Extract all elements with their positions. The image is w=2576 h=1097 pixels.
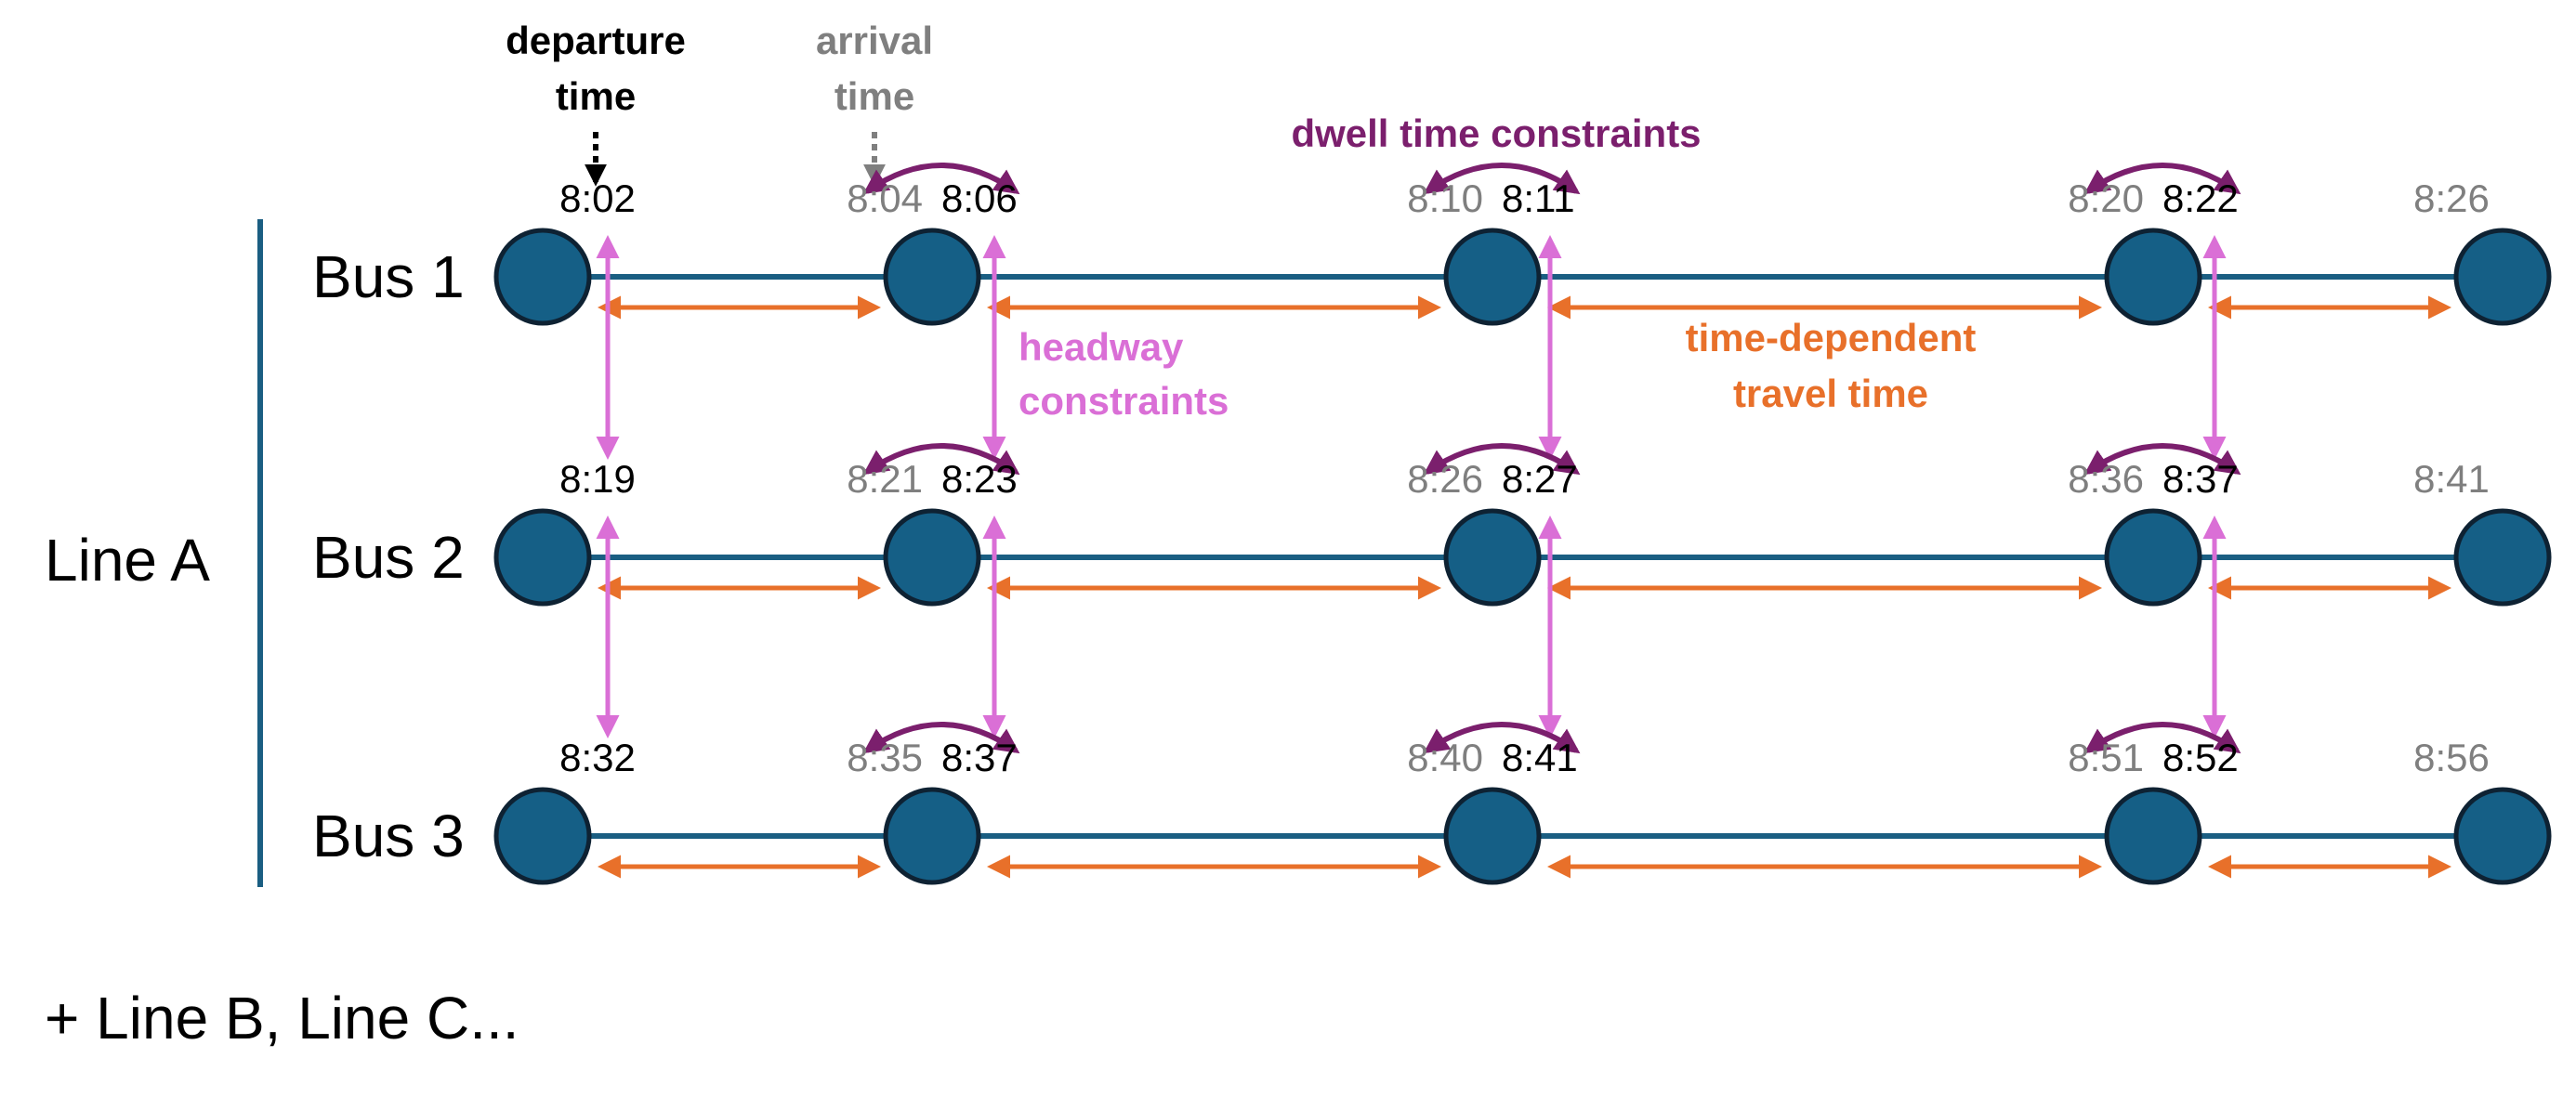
departure-time: 8:27 — [1502, 457, 1578, 501]
departure-time-label: departure — [506, 19, 686, 62]
departure-time: 8:37 — [941, 736, 1018, 779]
bus-label: Bus 1 — [312, 243, 465, 310]
bus-stop — [1443, 228, 1542, 326]
departure-time: 8:06 — [941, 176, 1018, 220]
departure-time: 8:19 — [559, 457, 636, 501]
bus-stop — [2104, 787, 2202, 885]
line-label: Line A — [45, 527, 210, 594]
arrival-time: 8:26 — [1407, 457, 1483, 501]
departure-time: 8:02 — [559, 176, 636, 220]
arrival-time-label: arrival — [816, 19, 933, 62]
bus-stop — [2104, 228, 2202, 326]
bus-stop — [493, 787, 592, 885]
bus-stop — [883, 508, 981, 607]
arrival-time: 8:26 — [2413, 176, 2490, 220]
more-lines-label: + Line B, Line C... — [45, 985, 519, 1051]
dwell-time-arrow — [2083, 443, 2241, 476]
travel-time-label: time-dependent — [1686, 316, 1977, 359]
arrival-time: 8:36 — [2068, 457, 2144, 501]
departure-time: 8:37 — [2162, 457, 2239, 501]
dwell-time-arrow — [862, 722, 1020, 754]
bus-stop — [493, 228, 592, 326]
bus-stop — [883, 228, 981, 326]
arrival-time: 8:41 — [2413, 457, 2490, 501]
bus-stop — [2453, 787, 2552, 885]
arrival-time: 8:40 — [1407, 736, 1483, 779]
arrival-time: 8:35 — [847, 736, 923, 779]
departure-time: 8:52 — [2162, 736, 2239, 779]
departure-time-label-line2: time — [556, 74, 636, 118]
departure-time: 8:41 — [1502, 736, 1578, 779]
arrival-time: 8:21 — [847, 457, 923, 501]
arrival-time: 8:10 — [1407, 176, 1483, 220]
dwell-time-arrow — [2083, 163, 2241, 195]
dwell-time-arrow — [862, 443, 1020, 476]
arrival-time: 8:04 — [847, 176, 923, 220]
dwell-time-arrow — [2083, 722, 2241, 754]
dwell-time-arrow — [1423, 163, 1581, 195]
bus-stop — [1443, 787, 1542, 885]
headway-constraints-label: headway — [1019, 325, 1184, 369]
dwell-time-arrow — [1423, 722, 1581, 754]
stops — [493, 228, 2552, 885]
bus-stop — [2104, 508, 2202, 607]
bus-stop — [1443, 508, 1542, 607]
bus-label: Bus 2 — [312, 524, 465, 591]
headway-arrows — [596, 235, 2227, 738]
travel-time-arrows — [598, 295, 2451, 879]
bus-stop — [2453, 508, 2552, 607]
dwell-time-arrow — [862, 163, 1020, 195]
departure-time: 8:32 — [559, 736, 636, 779]
arrival-time-label-line2: time — [835, 74, 914, 118]
bus-stop — [493, 508, 592, 607]
arrival-time: 8:51 — [2068, 736, 2144, 779]
dwell-time-constraints-label: dwell time constraints — [1291, 111, 1701, 155]
departure-time: 8:22 — [2162, 176, 2239, 220]
headway-constraints-label-line2: constraints — [1019, 379, 1229, 423]
departure-time: 8:11 — [1502, 176, 1575, 220]
arrival-time: 8:56 — [2413, 736, 2490, 779]
dwell-time-arrow — [1423, 443, 1581, 476]
bus-stop — [2453, 228, 2552, 326]
bus-label: Bus 3 — [312, 803, 465, 869]
dwell-arrows — [862, 163, 2241, 754]
time-labels: 8:02 8:04 8:06 8:10 8:11 8:20 8:22 8:26 8:19 8:21… — [559, 176, 2490, 779]
travel-time-label-line2: travel time — [1733, 372, 1928, 415]
bus-stop — [883, 787, 981, 885]
arrival-time: 8:20 — [2068, 176, 2144, 220]
bus-labels: Bus 1 Bus 2 Bus 3 — [312, 243, 465, 869]
departure-time: 8:23 — [941, 457, 1018, 501]
